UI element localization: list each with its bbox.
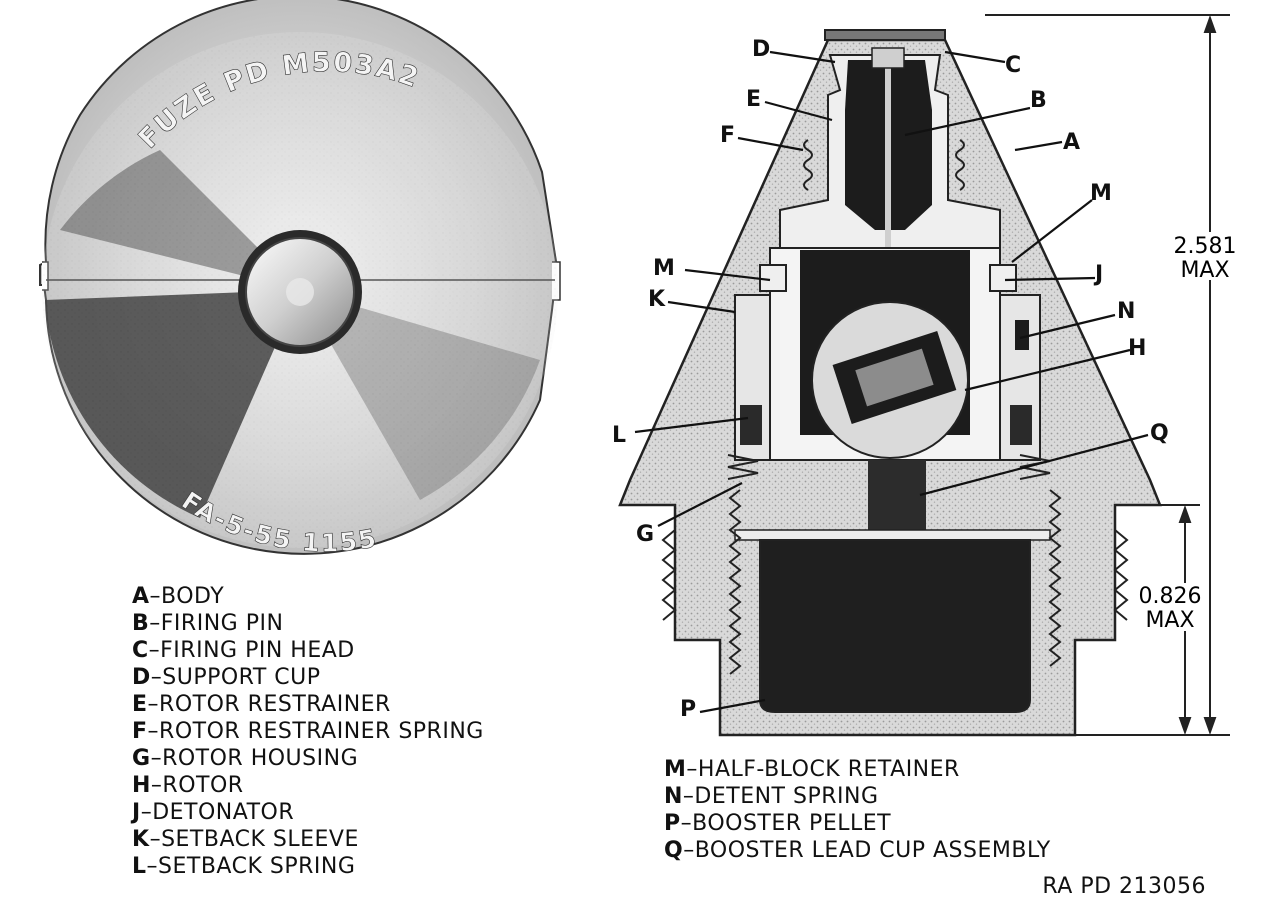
legend-item-booster-pellet: P–BOOSTER PELLET xyxy=(664,810,1051,837)
dimension-overall-value: 2.581 xyxy=(1174,234,1237,259)
legend-separator: – xyxy=(147,719,160,744)
legend-label: BOOSTER PELLET xyxy=(692,811,892,836)
dimension-thread-value: 0.826 xyxy=(1139,584,1202,609)
legend-key: D xyxy=(132,665,151,690)
legend-item-setback-spring: L–SETBACK SPRING xyxy=(132,853,484,880)
legend-separator: – xyxy=(146,854,159,879)
legend-key: Q xyxy=(664,838,684,863)
legend-label: SETBACK SPRING xyxy=(158,854,356,879)
legend-key: J xyxy=(132,800,141,825)
legend-separator: – xyxy=(148,638,161,663)
legend-key: E xyxy=(132,692,148,717)
leader-lines xyxy=(634,50,1149,714)
legend-left: A–BODY B–FIRING PIN C–FIRING PIN HEAD D–… xyxy=(132,583,484,880)
legend-label: DETENT SPRING xyxy=(694,784,879,809)
legend-label: ROTOR RESTRAINER SPRING xyxy=(159,719,484,744)
legend-label: SUPPORT CUP xyxy=(162,665,321,690)
legend-key: L xyxy=(132,854,147,879)
fuze-cross-section xyxy=(618,29,1162,737)
legend-separator: – xyxy=(149,827,162,852)
legend-separator: – xyxy=(149,584,162,609)
figure-reference: RA PD 213056 xyxy=(1042,874,1206,899)
legend-key: H xyxy=(132,773,151,798)
legend-right: M–HALF-BLOCK RETAINER N–DETENT SPRING P–… xyxy=(664,756,1051,864)
callout-n: N xyxy=(1117,299,1135,324)
legend-label: HALF-BLOCK RETAINER xyxy=(697,757,960,782)
legend-separator: – xyxy=(147,692,160,717)
legend-key: B xyxy=(132,611,150,636)
legend-label: FIRING PIN xyxy=(160,611,284,636)
legend-separator: – xyxy=(140,800,153,825)
callout-h: H xyxy=(1128,336,1146,361)
legend-separator: – xyxy=(150,773,163,798)
legend-item-body: A–BODY xyxy=(132,583,484,610)
fuze-face-photo: FUZE PD M503A2 FA-5-55 1155 xyxy=(39,0,561,558)
dimension-thread-unit: MAX xyxy=(1145,608,1194,633)
callout-c: C xyxy=(1005,53,1021,78)
callout-l: L xyxy=(612,423,626,448)
callout-e: E xyxy=(746,87,761,112)
dimension-overall: 2.581 MAX xyxy=(1170,232,1240,283)
callout-f: F xyxy=(720,123,735,148)
legend-label: ROTOR RESTRAINER xyxy=(159,692,391,717)
legend-item-rotor-restrainer-spring: F–ROTOR RESTRAINER SPRING xyxy=(132,718,484,745)
legend-item-detent-spring: N–DETENT SPRING xyxy=(664,783,1051,810)
legend-separator: – xyxy=(149,611,161,636)
legend-label: ROTOR xyxy=(162,773,244,798)
legend-item-rotor: H–ROTOR xyxy=(132,772,484,799)
legend-item-firing-pin-head: C–FIRING PIN HEAD xyxy=(132,637,484,664)
callout-j: J xyxy=(1093,262,1103,287)
legend-key: C xyxy=(132,638,149,663)
legend-key: P xyxy=(664,811,681,836)
callout-m-right: M xyxy=(1090,181,1112,206)
legend-key: F xyxy=(132,719,148,744)
legend-key: A xyxy=(132,584,150,609)
legend-separator: – xyxy=(680,811,693,836)
legend-label: FIRING PIN HEAD xyxy=(160,638,355,663)
legend-label: BOOSTER LEAD CUP ASSEMBLY xyxy=(694,838,1051,863)
legend-key: N xyxy=(664,784,683,809)
legend-separator: – xyxy=(683,838,695,863)
callout-d: D xyxy=(752,37,770,62)
legend-key: G xyxy=(132,746,151,771)
callout-labels: A B C D E F G H J K L M N P Q M xyxy=(612,37,1169,722)
callout-q: Q xyxy=(1150,421,1169,446)
dimension-overall-unit: MAX xyxy=(1180,258,1229,283)
callout-a: A xyxy=(1063,130,1080,155)
callout-g: G xyxy=(636,522,654,547)
legend-label: SETBACK SLEEVE xyxy=(161,827,359,852)
legend-item-rotor-housing: G–ROTOR HOUSING xyxy=(132,745,484,772)
legend-item-setback-sleeve: K–SETBACK SLEEVE xyxy=(132,826,484,853)
legend-item-detonator: J–DETONATOR xyxy=(132,799,484,826)
legend-item-firing-pin: B–FIRING PIN xyxy=(132,610,484,637)
dimension-thread: 0.826 MAX xyxy=(1135,583,1205,633)
legend-item-half-block-retainer: M–HALF-BLOCK RETAINER xyxy=(664,756,1051,783)
legend-label: ROTOR HOUSING xyxy=(162,746,359,771)
legend-separator: – xyxy=(682,784,695,809)
legend-separator: – xyxy=(150,665,163,690)
legend-label: DETONATOR xyxy=(152,800,295,825)
legend-label: BODY xyxy=(161,584,225,609)
legend-item-booster-lead-cup: Q–BOOSTER LEAD CUP ASSEMBLY xyxy=(664,837,1051,864)
legend-key: K xyxy=(132,827,150,852)
legend-separator: – xyxy=(150,746,163,771)
legend-item-support-cup: D–SUPPORT CUP xyxy=(132,664,484,691)
legend-item-rotor-restrainer: E–ROTOR RESTRAINER xyxy=(132,691,484,718)
callout-p: P xyxy=(680,697,696,722)
callout-k: K xyxy=(648,287,666,312)
callout-b: B xyxy=(1030,88,1047,113)
legend-key: M xyxy=(664,757,687,782)
legend-separator: – xyxy=(686,757,698,782)
callout-m-left: M xyxy=(653,256,675,281)
